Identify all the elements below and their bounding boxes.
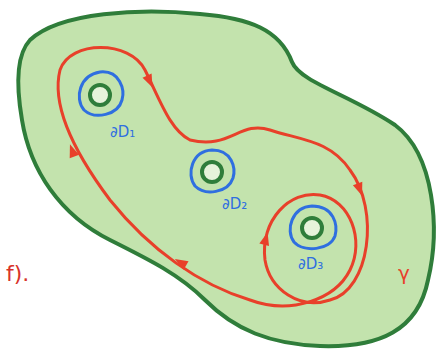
boundary-loop: [79, 72, 336, 249]
curve-label: γ: [396, 262, 412, 284]
item-label: f).: [4, 262, 31, 286]
boundary-label: ∂D₂: [220, 196, 249, 213]
curve-arrowhead: [65, 74, 367, 270]
hole: [90, 85, 322, 238]
curve-gamma: [58, 48, 367, 306]
boundary-label: ∂D₁: [108, 124, 137, 141]
boundary-label: ∂D₃: [296, 256, 325, 273]
region-outline: [18, 12, 434, 347]
